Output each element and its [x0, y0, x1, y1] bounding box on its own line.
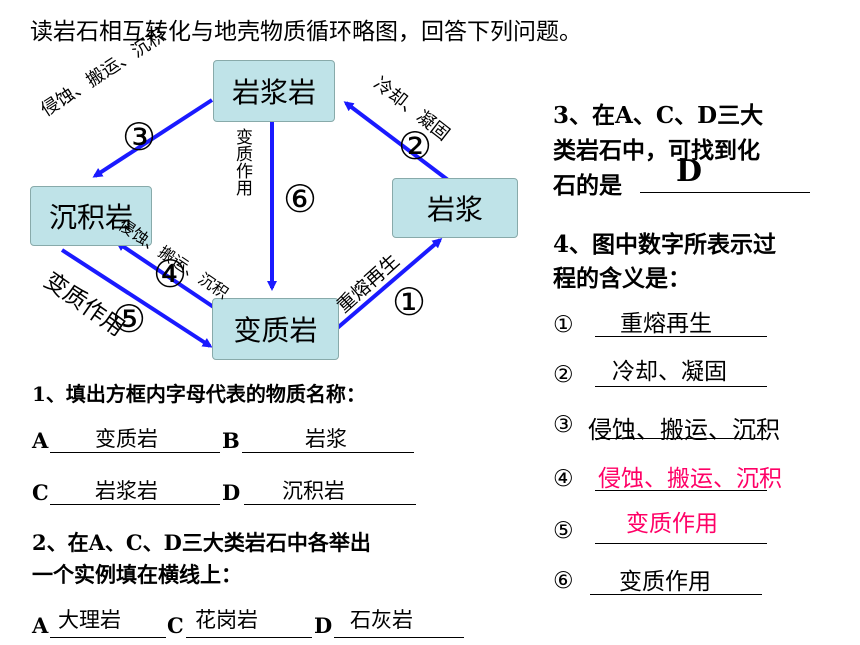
q4-item5-answer: 变质作用 — [626, 511, 718, 537]
page-title: 读岩石相互转化与地壳物质循环略图，回答下列问题。 — [30, 19, 582, 45]
box-magma-label: 岩浆 — [426, 193, 483, 226]
q4-line2: 程的含义是： — [553, 265, 691, 292]
q4-item6-answer: 变质作用 — [619, 569, 711, 595]
q2-line2: 一个实例填在横线上： — [32, 562, 242, 587]
q4-item1-blank — [595, 336, 767, 337]
q4-item3-num: ③ — [553, 412, 574, 438]
box-sedimentary-rock-label: 沉积岩 — [48, 201, 133, 234]
q1-c-answer: 岩浆岩 — [95, 479, 158, 503]
q4-item1-num: ① — [553, 312, 574, 338]
number-5: ⑤ — [112, 297, 147, 341]
q4-item3-blank — [595, 438, 767, 439]
q4-item6-num: ⑥ — [553, 568, 574, 594]
q1-c-blank — [50, 504, 220, 505]
q2-a-label: A — [32, 613, 49, 638]
q4-line1: 4、图中数字所表示过 — [553, 231, 777, 258]
q1-d-blank — [244, 504, 416, 505]
q2-c-blank — [186, 637, 312, 638]
q1-b-answer: 岩浆 — [305, 427, 347, 451]
arrow-metamorphic-to-magma — [333, 238, 443, 332]
label-middle: 变质作用 — [232, 128, 252, 196]
box-metamorphic-rock: 变质岩 — [212, 298, 339, 360]
q4-item5-blank — [595, 543, 767, 544]
q4-item4-blank — [595, 490, 767, 491]
q4-item4-answer: 侵蚀、搬运、沉积 — [598, 466, 782, 492]
box-igneous-rock-label: 岩浆岩 — [231, 76, 316, 109]
q4-item2-num: ② — [553, 362, 574, 388]
q3-line1: 3、在A、C、D三大 — [553, 102, 764, 129]
arrow-sedimentary-to-metamorphic — [60, 248, 213, 348]
number-6: ⑥ — [283, 177, 318, 221]
q1-a-blank — [50, 452, 220, 453]
q3-blank — [640, 192, 810, 193]
q2-a-answer: 大理岩 — [58, 608, 121, 632]
q4-item6-blank — [590, 594, 762, 595]
box-igneous-rock: 岩浆岩 — [213, 60, 335, 122]
q4-item4-num: ④ — [553, 466, 574, 492]
q4-item5-num: ⑤ — [553, 518, 574, 544]
q2-d-blank — [334, 637, 464, 638]
q2-line1: 2、在A、C、D三大类岩石中各举出 — [32, 530, 371, 555]
q3-line3: 石的是 — [553, 172, 622, 199]
q4-item2-blank — [595, 386, 767, 387]
number-2: ② — [398, 124, 433, 168]
q2-c-label: C — [167, 613, 184, 638]
number-3: ③ — [122, 115, 157, 159]
arrow-magma-to-igneous — [343, 101, 450, 182]
q3-answer: D — [676, 154, 703, 189]
number-4: ④ — [153, 252, 188, 296]
q1-d-label: D — [222, 480, 241, 505]
box-metamorphic-rock-label: 变质岩 — [233, 314, 318, 347]
q2-d-label: D — [314, 613, 333, 638]
arrow-igneous-to-sedimentary — [92, 98, 214, 178]
q1-a-answer: 变质岩 — [95, 427, 158, 451]
q1-c-label: C — [32, 480, 49, 505]
q4-item1-answer: 重熔再生 — [620, 311, 712, 337]
q1-d-answer: 沉积岩 — [282, 479, 345, 503]
q1-a-label: A — [32, 428, 49, 453]
q1-text: 1、填出方框内字母代表的物质名称： — [32, 382, 366, 406]
box-magma: 岩浆 — [392, 178, 518, 238]
q3-line2: 类岩石中，可找到化 — [553, 137, 760, 164]
q2-a-blank — [50, 637, 166, 638]
q2-c-answer: 花岗岩 — [195, 608, 258, 632]
q1-b-label: B — [222, 428, 240, 453]
q4-item3-answer: 侵蚀、搬运、沉积 — [588, 416, 780, 444]
q1-b-blank — [242, 452, 414, 453]
q2-d-answer: 石灰岩 — [350, 608, 413, 632]
box-sedimentary-rock: 沉积岩 — [30, 186, 152, 246]
q4-item2-answer: 冷却、凝固 — [612, 359, 727, 385]
arrow-metamorphic-to-sedimentary — [115, 241, 217, 310]
number-1: ① — [392, 280, 427, 324]
